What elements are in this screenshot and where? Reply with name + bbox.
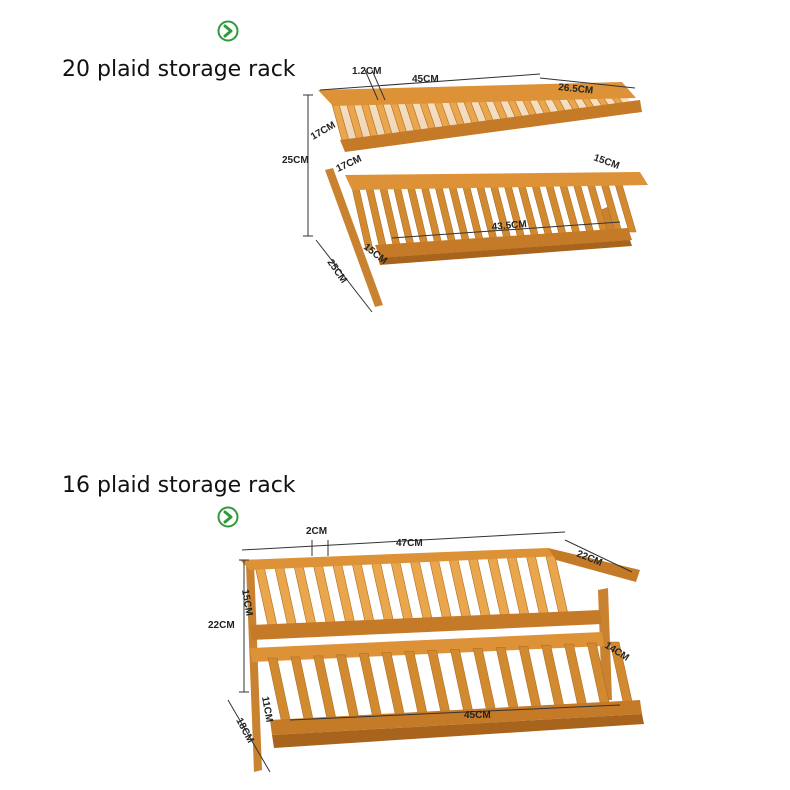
arrow-right-circle-icon: [217, 506, 239, 528]
slat: [541, 644, 565, 710]
rack-20-dim-total-height: 25CM: [282, 155, 309, 166]
slat: [505, 553, 530, 617]
slat: [381, 652, 406, 719]
slat: [564, 643, 588, 709]
rack-20-dim-inner-length: 43.5CM: [491, 219, 527, 233]
rack-16-lower-slats: [267, 641, 634, 725]
slat: [472, 648, 497, 714]
rack-20-leg-left: [325, 168, 383, 307]
rack-16-dim-total-height: 22CM: [208, 620, 235, 631]
slat: [336, 654, 360, 721]
rack-20-dim-slot-width: 1.2CM: [352, 66, 381, 77]
slat: [427, 650, 451, 716]
rack-16-bottom-rail: [270, 700, 642, 735]
rack-16-top-rail: [240, 548, 560, 570]
rack-20-title: 20 plaid storage rack: [62, 57, 296, 82]
rack-20-upper-front-rail: [340, 100, 642, 152]
rack-16-base: [272, 714, 644, 748]
slat: [290, 656, 315, 724]
slat: [450, 649, 474, 715]
rack-16-dim-length: 47CM: [396, 538, 423, 549]
slat: [404, 651, 429, 718]
slat: [313, 655, 337, 722]
arrow-right-circle-icon: [217, 20, 239, 42]
slat: [467, 555, 492, 619]
rack-20-dim-depth-top: 26.5CM: [558, 82, 594, 97]
rack-20-image: 1.2CM 45CM 26.5CM 17CM 25CM 17CM 15CM 43…: [0, 0, 790, 330]
slat: [312, 562, 337, 628]
slat: [518, 645, 543, 712]
slat: [389, 559, 414, 623]
slat: [495, 647, 520, 713]
rack-20-bottom-rail: [375, 228, 632, 258]
slat: [293, 563, 318, 629]
rack-20-top-rail: [318, 82, 636, 106]
slat: [428, 557, 453, 621]
rack-20-mid-rail: [345, 172, 648, 190]
rack-16-dim-inner-length: 45CM: [464, 710, 491, 721]
slat: [486, 554, 511, 618]
slat: [370, 560, 395, 624]
rack-16-dim-upper-height: 15CM: [239, 589, 254, 617]
slat: [409, 558, 434, 622]
rack-20-drawing: 1.2CM 45CM 26.5CM 17CM 25CM 17CM 15CM 43…: [282, 66, 648, 313]
rack-16-side-rail: [548, 548, 640, 582]
rack-16-upper-front-rail: [250, 610, 602, 640]
slat: [358, 653, 383, 720]
rack-20-base: [378, 240, 632, 265]
slat: [525, 552, 550, 616]
slat: [447, 556, 472, 620]
rack-16-title: 16 plaid storage rack: [62, 473, 296, 498]
slat: [331, 561, 356, 627]
rack-16-leg-left: [246, 563, 262, 772]
rack-20-dim-length: 45CM: [412, 74, 439, 85]
rack-16-dim-slot-width: 2CM: [306, 526, 327, 537]
slat: [273, 564, 298, 630]
slat: [254, 565, 279, 631]
rack-16-dim-front-height: 11CM: [259, 696, 274, 724]
slat: [351, 561, 376, 625]
